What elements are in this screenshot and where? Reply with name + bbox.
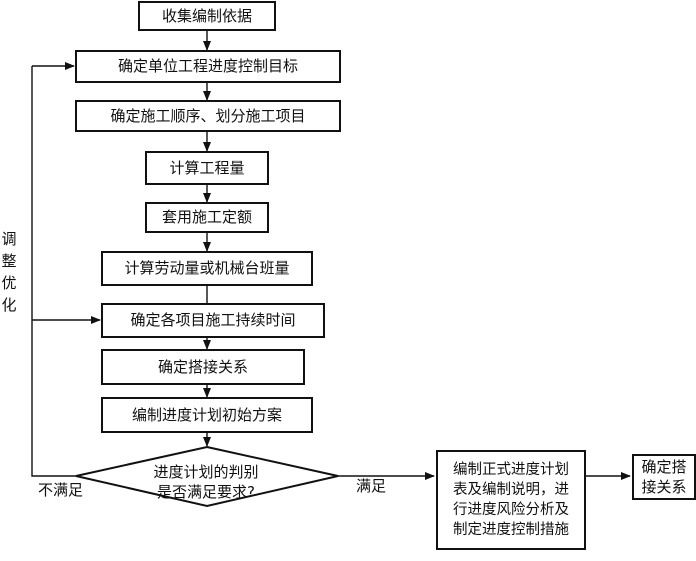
step-overlap: 确定搭接关系 — [101, 349, 305, 385]
result-box: 编制正式进度计划 表及编制说明，进 行进度风险分析及 制定进度控制措施 — [436, 450, 586, 550]
step-initial-plan: 编制进度计划初始方案 — [101, 397, 313, 433]
label-satisfied: 满足 — [356, 477, 387, 495]
step-construction-sequence: 确定施工顺序、划分施工项目 — [75, 100, 341, 132]
feedback-loop — [31, 66, 76, 477]
label-adjust-optimize: 调 整 优 化 — [1, 230, 17, 314]
step-quota: 套用施工定额 — [145, 202, 269, 233]
step-set-control-target: 确定单位工程进度控制目标 — [75, 50, 341, 83]
decision-text: 进度计划的判别 是否满足要求? — [153, 463, 259, 501]
decision-diamond — [75, 445, 339, 508]
step-collect-basis: 收集编制依据 — [138, 1, 276, 31]
step-labor: 计算劳动量或机械台班量 — [101, 251, 313, 286]
label-not-satisfied: 不满足 — [38, 481, 84, 499]
step-duration: 确定各项目施工持续时间 — [101, 303, 325, 338]
final-box: 确定搭 接关系 — [632, 454, 696, 500]
step-quantity: 计算工程量 — [145, 151, 269, 185]
